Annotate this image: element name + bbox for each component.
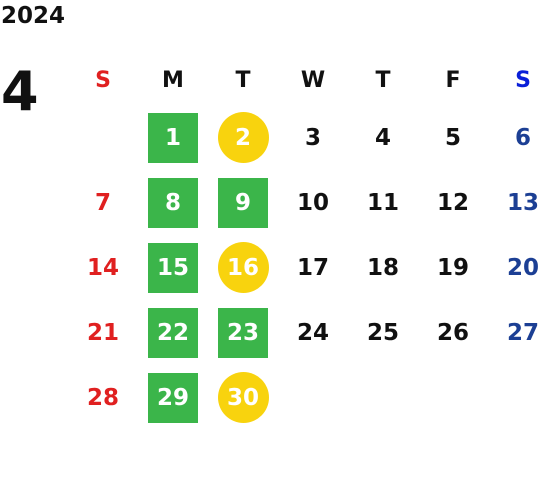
green-square-mark: 15 [148, 242, 198, 293]
day-number: 7 [94, 189, 111, 216]
weekday-friday: F [445, 67, 461, 93]
green-square-mark: 9 [218, 177, 268, 228]
day-cell: 12 [418, 170, 488, 235]
day-number: 6 [514, 124, 531, 151]
day-cell: 28 [68, 365, 138, 430]
day-cell: 5 [418, 105, 488, 170]
day-cell: 21 [68, 300, 138, 365]
weekday-header-row: S M T W T F S [68, 55, 548, 105]
green-square-mark: 8 [148, 177, 198, 228]
day-cell: 26 [418, 300, 488, 365]
empty-day-cell [418, 365, 488, 430]
day-number: 11 [366, 189, 399, 216]
empty-day-cell [488, 365, 548, 430]
day-cell: 11 [348, 170, 418, 235]
weekday-tuesday: T [235, 67, 251, 93]
year-label: 2024 [1, 3, 66, 29]
day-cell: 30 [208, 365, 278, 430]
green-square-mark: 1 [148, 112, 198, 163]
empty-day-cell [68, 105, 138, 170]
day-cell: 18 [348, 235, 418, 300]
day-number: 4 [374, 124, 391, 151]
day-number: 10 [296, 189, 329, 216]
green-square-mark: 29 [148, 372, 198, 423]
day-cell: 2 [208, 105, 278, 170]
day-cell: 19 [418, 235, 488, 300]
day-number: 26 [436, 319, 469, 346]
day-cell: 10 [278, 170, 348, 235]
empty-day-cell [348, 365, 418, 430]
day-cell: 15 [138, 235, 208, 300]
day-cell: 1 [138, 105, 208, 170]
yellow-circle-mark: 2 [217, 112, 269, 163]
week-row: 14 15 16 17 18 19 20 [68, 235, 548, 300]
day-cell: 4 [348, 105, 418, 170]
day-cell: 8 [138, 170, 208, 235]
day-cell: 13 [488, 170, 548, 235]
day-cell: 23 [208, 300, 278, 365]
yellow-circle-mark: 16 [217, 242, 269, 293]
day-cell: 7 [68, 170, 138, 235]
day-cell: 29 [138, 365, 208, 430]
weekday-wednesday: W [300, 67, 326, 93]
day-number: 25 [366, 319, 399, 346]
empty-day-cell [278, 365, 348, 430]
day-cell: 9 [208, 170, 278, 235]
day-number: 21 [86, 319, 119, 346]
day-number: 18 [366, 254, 399, 281]
day-number: 17 [296, 254, 329, 281]
day-number: 19 [436, 254, 469, 281]
day-number: 28 [86, 384, 119, 411]
weekday-sunday: S [95, 67, 111, 93]
yellow-circle-mark: 30 [217, 372, 269, 423]
day-cell: 6 [488, 105, 548, 170]
day-cell: 25 [348, 300, 418, 365]
day-cell: 24 [278, 300, 348, 365]
day-number: 24 [296, 319, 329, 346]
weekday-thursday: T [375, 67, 391, 93]
day-cell: 14 [68, 235, 138, 300]
day-cell: 16 [208, 235, 278, 300]
day-number: 12 [436, 189, 469, 216]
month-number: 4 [1, 60, 39, 123]
day-cell: 3 [278, 105, 348, 170]
week-row: 28 29 30 [68, 365, 548, 430]
day-number: 13 [506, 189, 539, 216]
week-row: 21 22 23 24 25 26 27 [68, 300, 548, 365]
green-square-mark: 22 [148, 307, 198, 358]
day-cell: 22 [138, 300, 208, 365]
day-cell: 20 [488, 235, 548, 300]
day-number: 5 [444, 124, 461, 151]
weekday-monday: M [162, 67, 184, 93]
weekday-saturday: S [515, 67, 531, 93]
day-number: 3 [304, 124, 321, 151]
day-number: 20 [506, 254, 539, 281]
day-cell: 17 [278, 235, 348, 300]
day-number: 14 [86, 254, 119, 281]
day-number: 27 [506, 319, 539, 346]
green-square-mark: 23 [218, 307, 268, 358]
day-cell: 27 [488, 300, 548, 365]
